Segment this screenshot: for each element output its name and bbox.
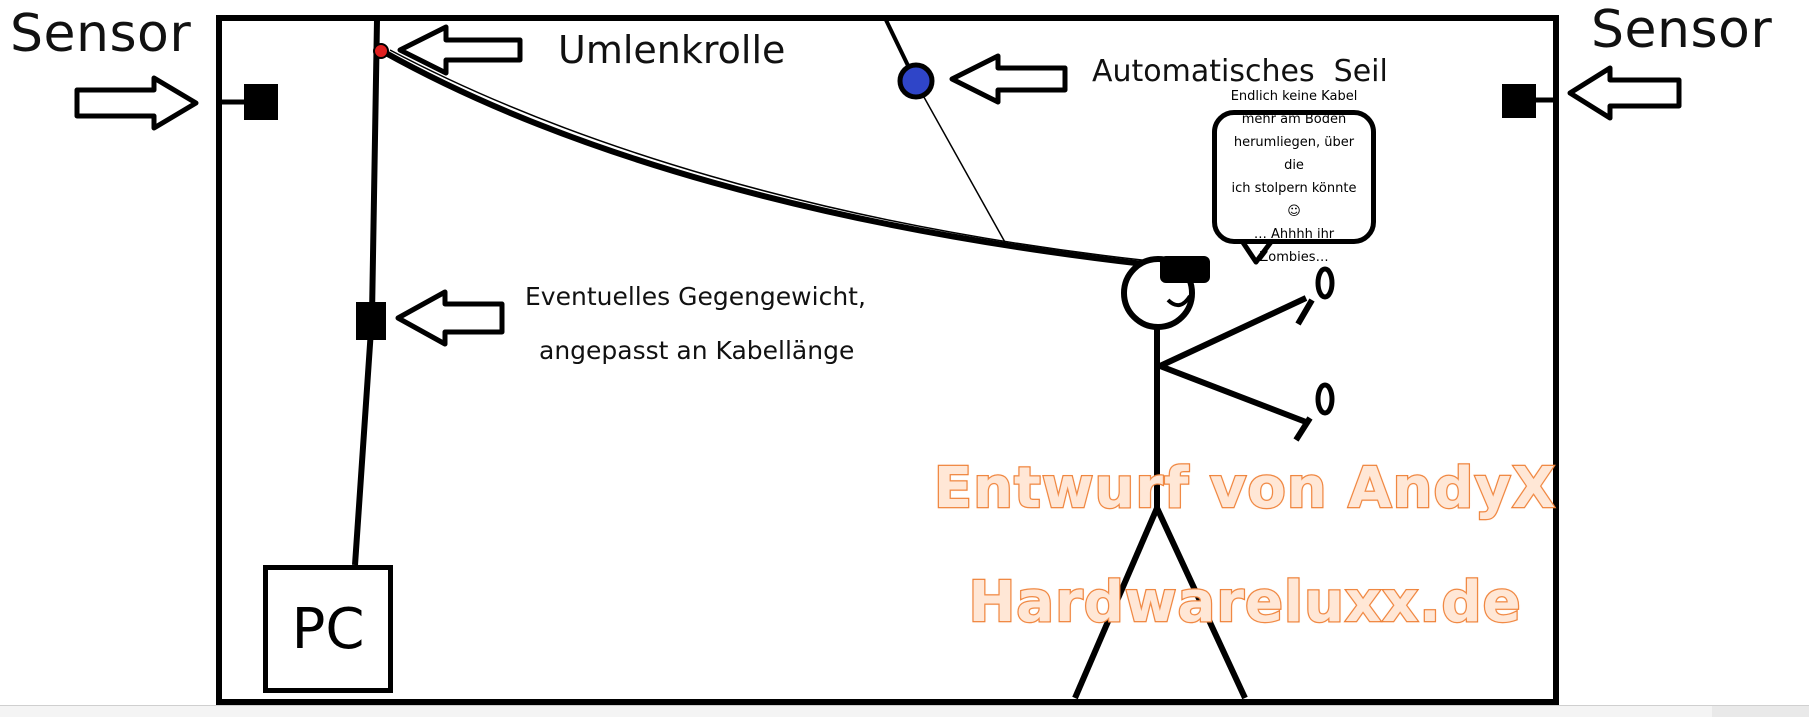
figure-leg-left <box>1072 506 1160 700</box>
pc-box: PC <box>263 565 393 693</box>
counterweight-icon <box>356 302 386 340</box>
pulley-icon <box>373 43 389 59</box>
controller-bottom-icon <box>1315 382 1335 416</box>
figure-smile <box>1166 294 1192 308</box>
vertical-cable <box>352 19 380 566</box>
main-cable <box>382 49 1181 271</box>
arrow-right-sensor-icon <box>1567 65 1682 121</box>
arrow-counterweight-icon <box>395 289 505 347</box>
speech-line: Endlich keine Kabel <box>1230 89 1358 104</box>
arrow-rope-icon <box>949 53 1068 105</box>
room-frame <box>216 15 1559 705</box>
sensor-left-label: Sensor <box>10 4 192 64</box>
speech-bubble: Endlich keine Kabel mehr am Boden heruml… <box>1212 89 1376 265</box>
watermark-line2: Hardwareluxx.de <box>967 569 1522 637</box>
figure-arm-lower <box>1158 363 1308 425</box>
speech-bubble-text: Endlich keine Kabel mehr am Boden heruml… <box>1223 85 1365 269</box>
controller-bottom-handle <box>1293 416 1313 442</box>
speech-line: ich stolpern könnte ☺ <box>1231 181 1357 219</box>
speech-line: herumliegen, über die <box>1233 135 1355 173</box>
counterweight-label-line2: angepasst an Kabellänge <box>539 336 855 365</box>
controller-top-icon <box>1315 266 1335 300</box>
controller-top-handle <box>1295 298 1315 326</box>
speech-line: … Ahhhh ihr Zombies… <box>1253 227 1335 265</box>
auto-rope-label: Automatisches Seil <box>1092 54 1388 89</box>
arrow-pulley-icon <box>397 24 523 76</box>
pc-label: PC <box>291 596 365 662</box>
watermark-line1: Entwurf von AndyX <box>933 455 1557 523</box>
speech-line: mehr am Boden <box>1241 112 1347 127</box>
sensor-left-block <box>244 84 278 120</box>
figure-arm-upper <box>1158 295 1308 369</box>
horizontal-scrollbar[interactable] <box>0 705 1712 717</box>
vr-headset-icon <box>1160 256 1210 283</box>
counterweight-label-line1: Eventuelles Gegengewicht, <box>525 282 866 311</box>
sensor-right-label: Sensor <box>1591 0 1773 60</box>
main-cable-thin <box>389 49 1161 263</box>
scrollbar-corner <box>1712 705 1809 717</box>
arrow-left-sensor-icon <box>74 75 199 131</box>
sensor-right-block <box>1502 84 1536 118</box>
pulley-label: Umlenkrolle <box>558 28 786 72</box>
rope-knot-icon <box>897 62 935 100</box>
figure-leg-right <box>1154 506 1248 700</box>
automatic-rope <box>919 89 1007 245</box>
